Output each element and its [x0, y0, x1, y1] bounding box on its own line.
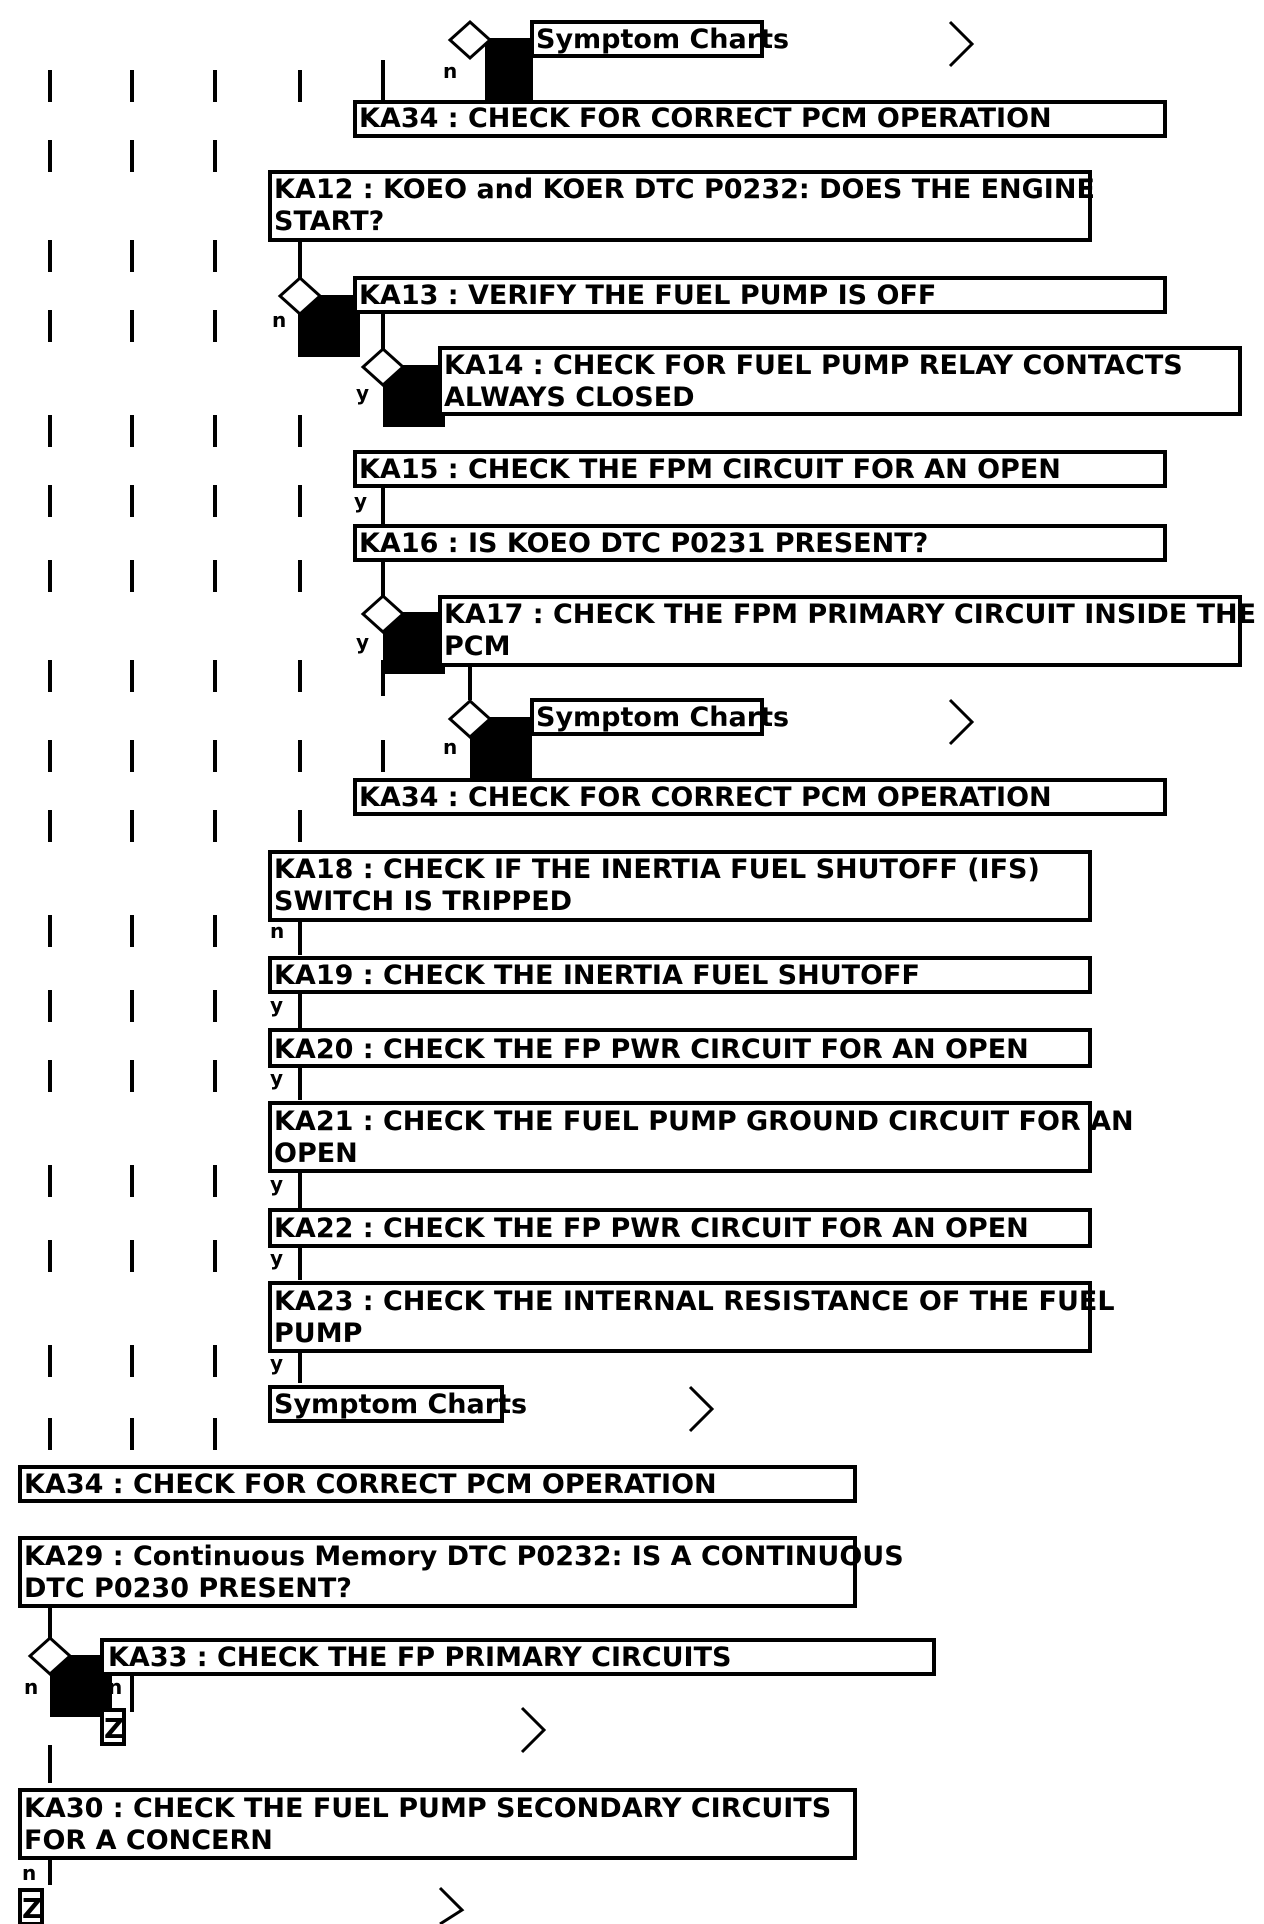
step-ka18-label: KA18 : CHECK IF THE INERTIA FUEL SHUTOFF… — [274, 854, 1040, 885]
step-box-ka34 — [353, 100, 1167, 138]
step-boxes — [18, 20, 1242, 1924]
symptom-charts-box — [268, 1385, 504, 1423]
step-ka21-label: KA21 : CHECK THE FUEL PUMP GROUND CIRCUI… — [274, 1106, 1134, 1137]
step-box-ka18 — [268, 850, 1092, 922]
branch-label-n: n — [108, 1675, 122, 1699]
step-ka34-label: KA34 : CHECK FOR CORRECT PCM OPERATION — [24, 1469, 717, 1500]
chevron-right-icon — [948, 698, 975, 746]
step-ka18-label-cont: SWITCH IS TRIPPED — [274, 886, 572, 917]
branch-label-y: y — [270, 1066, 283, 1090]
step-box-ka29 — [18, 1536, 857, 1608]
chevron-right-icon — [520, 1706, 547, 1754]
step-ka20-label: KA20 : CHECK THE FP PWR CIRCUIT FOR AN O… — [274, 1034, 1029, 1065]
decision-marker — [27, 1635, 112, 1717]
symptom-charts-box — [530, 698, 764, 736]
continuation-dashes — [48, 60, 385, 1450]
step-ka29-label-cont: DTC P0230 PRESENT? — [24, 1573, 352, 1604]
goto-z-box — [100, 1708, 126, 1746]
step-ka34-label: KA34 : CHECK FOR CORRECT PCM OPERATION — [359, 103, 1052, 134]
branch-label-y: y — [270, 993, 283, 1017]
step-ka17-label-cont: PCM — [444, 631, 510, 662]
chevron-right-icon — [948, 20, 975, 68]
step-ka12-label-cont: START? — [274, 206, 384, 237]
branch-label-n: n — [443, 735, 457, 759]
step-ka34-label: KA34 : CHECK FOR CORRECT PCM OPERATION — [359, 782, 1052, 813]
symptom-charts-label[interactable]: Symptom Charts — [536, 24, 789, 55]
step-ka21-label-cont: OPEN — [274, 1138, 358, 1169]
decision-marker — [360, 593, 445, 674]
decision-marker — [447, 698, 532, 779]
step-box-ka34 — [353, 778, 1167, 816]
branch-label-y: y — [270, 1246, 283, 1270]
step-ka30-label-cont: FOR A CONCERN — [24, 1825, 273, 1856]
step-box-ka22 — [268, 1208, 1092, 1248]
decision-marker — [447, 19, 533, 100]
step-ka22-label: KA22 : CHECK THE FP PWR CIRCUIT FOR AN O… — [274, 1213, 1029, 1244]
step-box-ka16 — [353, 524, 1167, 562]
goto-z-label[interactable]: Z — [104, 1712, 124, 1745]
step-box-ka20 — [268, 1028, 1092, 1068]
branch-label-n: n — [272, 308, 286, 332]
chevron-right-icon — [688, 1385, 715, 1433]
symptom-charts-box — [530, 20, 764, 58]
branch-label-y: y — [354, 489, 367, 513]
step-box-ka14 — [438, 346, 1242, 416]
branch-label-n: n — [22, 1861, 36, 1885]
decision-marker — [277, 275, 360, 357]
step-ka23-label-cont: PUMP — [274, 1318, 362, 1349]
step-ka15-label: KA15 : CHECK THE FPM CIRCUIT FOR AN OPEN — [359, 454, 1061, 485]
step-box-ka19 — [268, 956, 1092, 994]
branch-labels: n n y y y n n y y y y y n n n — [22, 59, 457, 1885]
branch-label-y: y — [356, 381, 369, 405]
goto-markers: Z Z — [22, 1712, 124, 1924]
branch-label-y: y — [356, 630, 369, 654]
decision-marker — [360, 346, 445, 427]
step-ka17-label: KA17 : CHECK THE FPM PRIMARY CIRCUIT INS… — [444, 599, 1256, 630]
branch-label-n: n — [24, 1675, 38, 1699]
step-ka30-label: KA30 : CHECK THE FUEL PUMP SECONDARY CIR… — [24, 1793, 831, 1824]
step-ka29-label: KA29 : Continuous Memory DTC P0232: IS A… — [24, 1541, 904, 1572]
step-ka14-label-cont: ALWAYS CLOSED — [444, 382, 695, 413]
step-box-ka34 — [18, 1465, 857, 1503]
step-ka19-label: KA19 : CHECK THE INERTIA FUEL SHUTOFF — [274, 960, 920, 991]
step-box-ka21 — [268, 1101, 1092, 1173]
step-box-ka12 — [268, 170, 1092, 242]
step-ka23-label: KA23 : CHECK THE INTERNAL RESISTANCE OF … — [274, 1286, 1115, 1317]
branch-label-n: n — [443, 59, 457, 83]
symptom-charts-label[interactable]: Symptom Charts — [536, 702, 789, 733]
step-ka12-label: KA12 : KOEO and KOER DTC P0232: DOES THE… — [274, 174, 1095, 205]
goto-z-box — [18, 1888, 44, 1924]
step-box-ka33 — [100, 1638, 936, 1676]
goto-z-label[interactable]: Z — [22, 1892, 42, 1924]
step-box-ka23 — [268, 1281, 1092, 1353]
branch-label-y: y — [270, 1351, 283, 1375]
step-box-ka15 — [353, 450, 1167, 488]
chevron-arrows — [438, 20, 975, 1924]
step-ka14-label: KA14 : CHECK FOR FUEL PUMP RELAY CONTACT… — [444, 350, 1183, 381]
step-ka16-label: KA16 : IS KOEO DTC P0231 PRESENT? — [359, 528, 928, 559]
step-box-ka30 — [18, 1788, 857, 1860]
step-box-ka17 — [438, 595, 1242, 667]
branch-label-n: n — [270, 919, 284, 943]
step-ka13-label: KA13 : VERIFY THE FUEL PUMP IS OFF — [359, 280, 936, 311]
branch-label-y: y — [270, 1172, 283, 1196]
step-box-ka13 — [353, 276, 1167, 314]
symptom-charts-label[interactable]: Symptom Charts — [274, 1389, 527, 1420]
chevron-right-icon — [438, 1886, 465, 1924]
step-ka33-label: KA33 : CHECK THE FP PRIMARY CIRCUITS — [108, 1642, 731, 1673]
step-texts: Symptom Charts KA34 : CHECK FOR CORRECT … — [24, 24, 1256, 1856]
